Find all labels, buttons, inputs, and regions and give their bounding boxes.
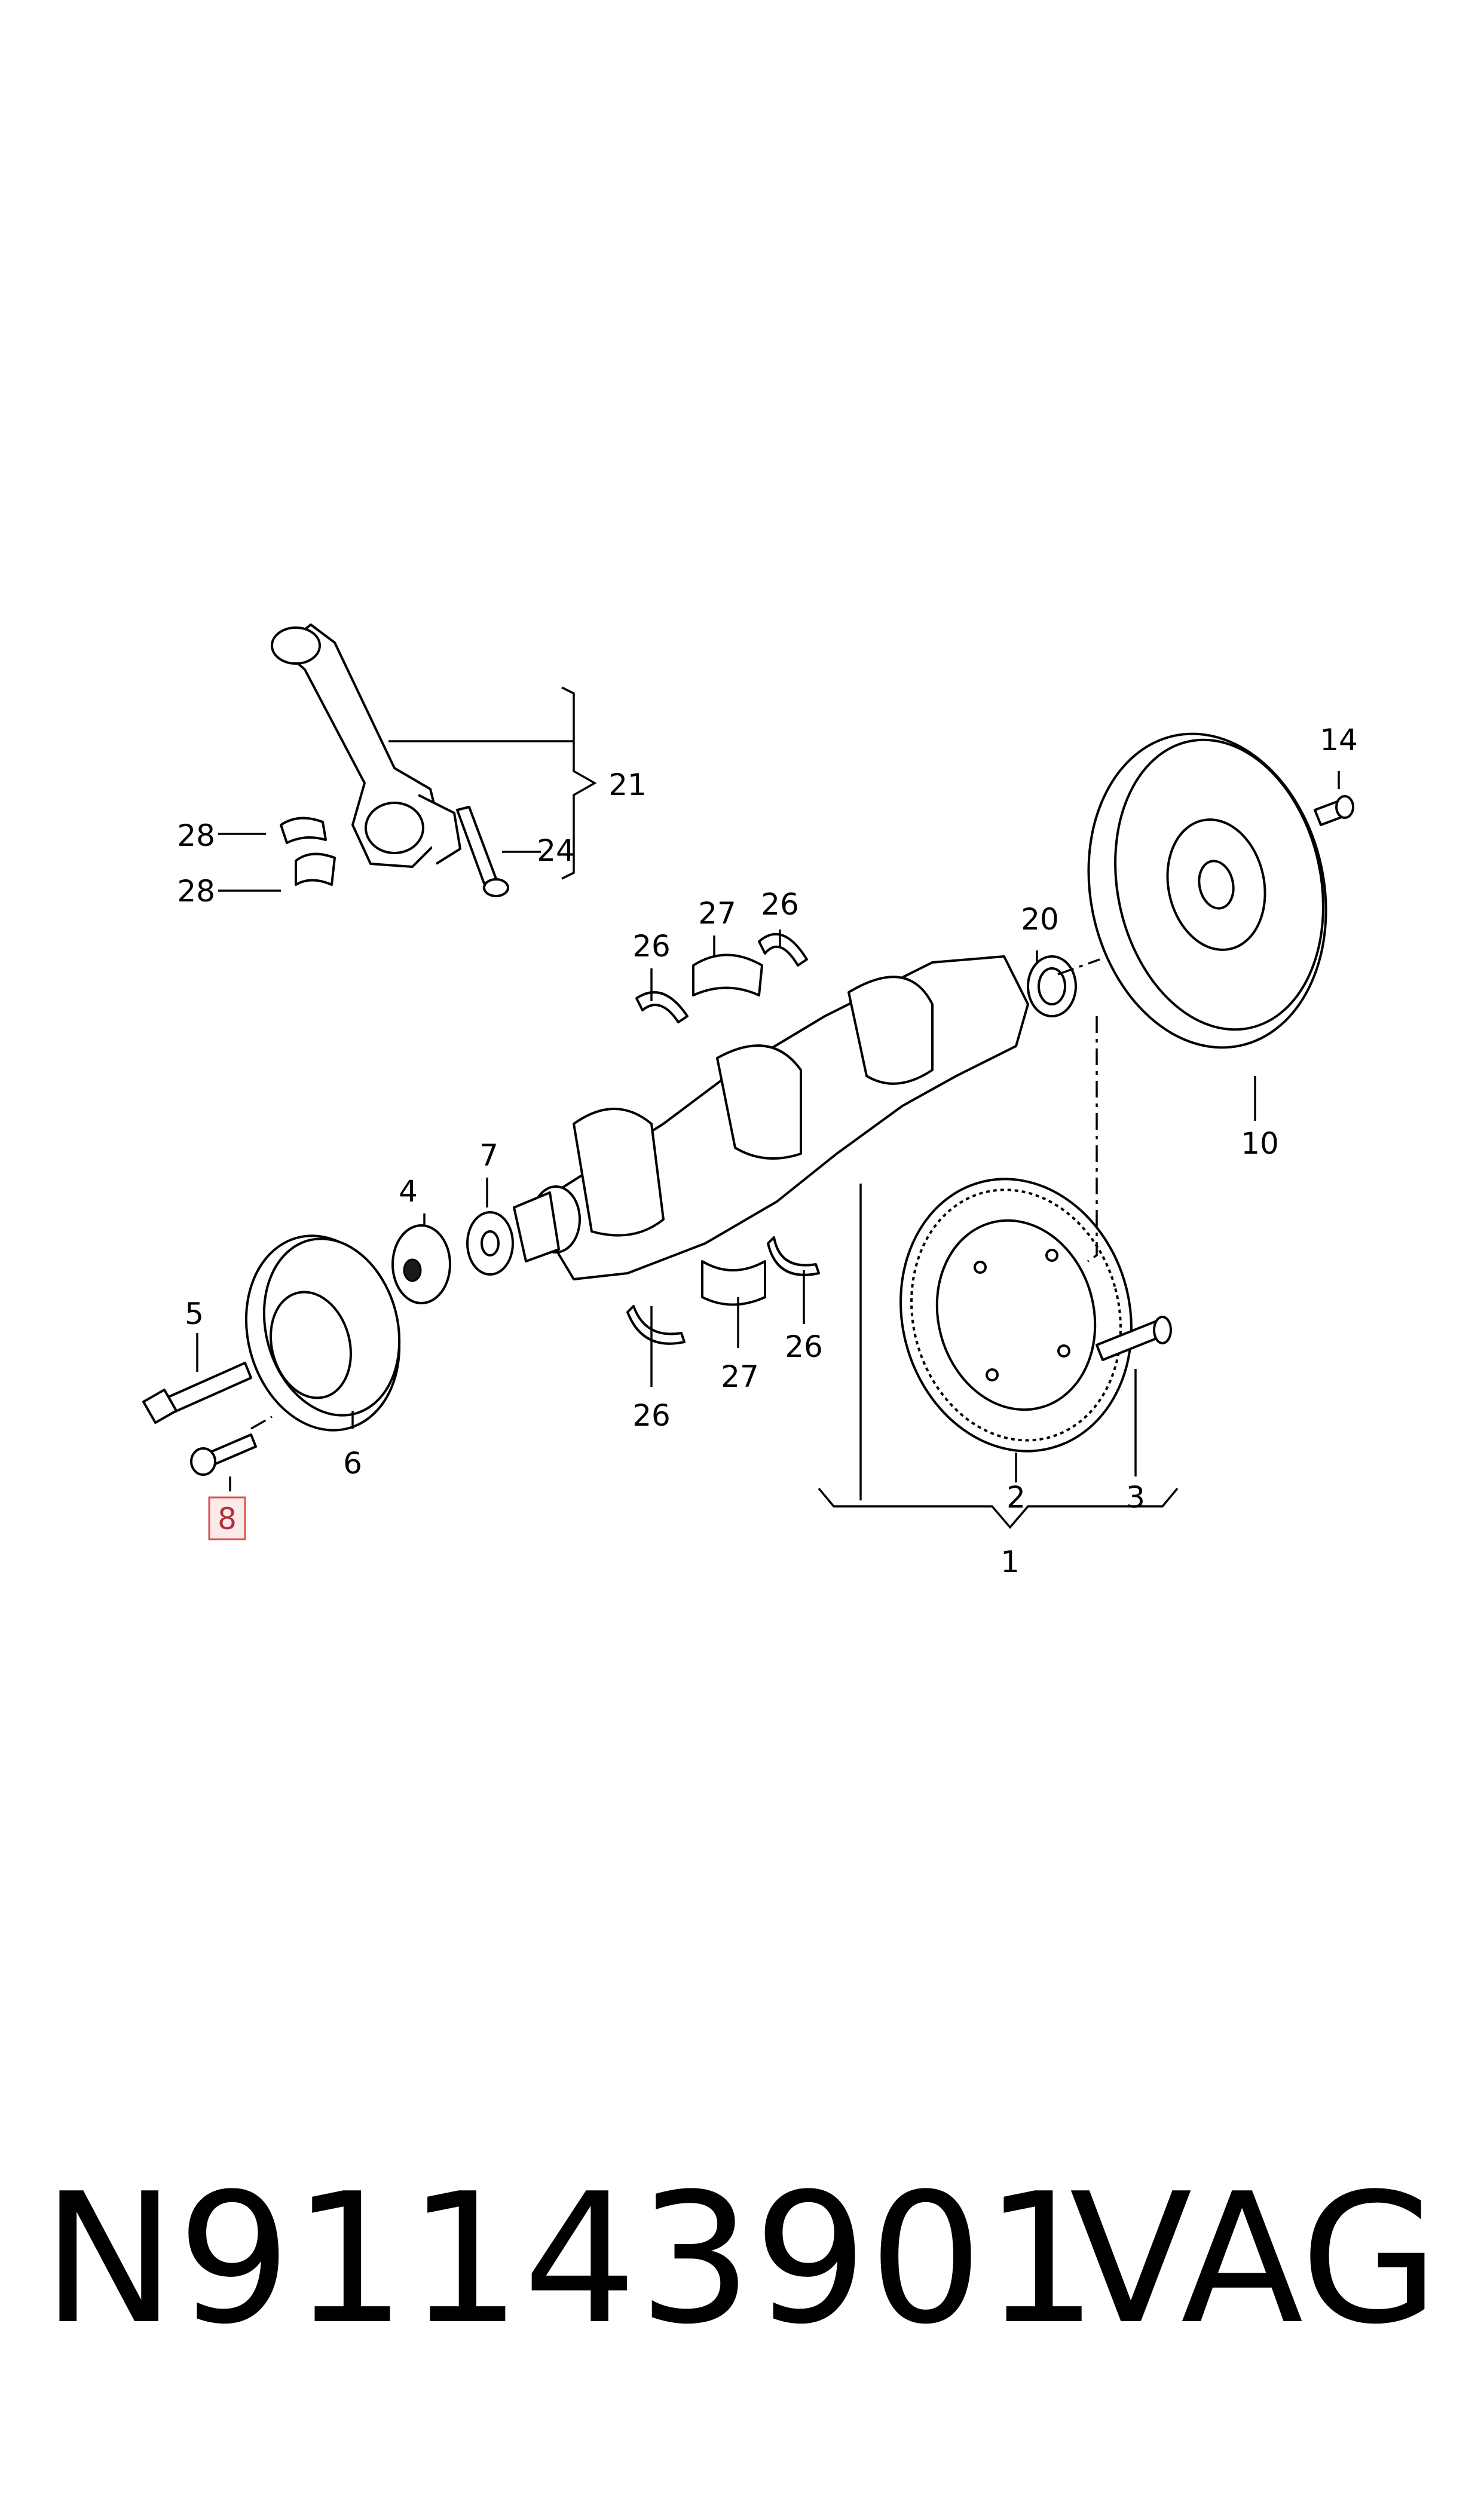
brand-name: VAG [1069, 2155, 1439, 2364]
callout-28-upper: 28 [177, 818, 215, 853]
callout-24: 24 [537, 833, 575, 868]
lower-thrust-washer-right [767, 1236, 820, 1276]
callout-14: 14 [1320, 723, 1358, 757]
pulley-bolt [190, 1433, 257, 1476]
callout-26-lower-left: 26 [632, 1398, 671, 1433]
crankshaft [513, 955, 1029, 1280]
callout-21: 21 [608, 768, 647, 802]
connecting-rod [271, 623, 461, 868]
crankshaft-pulley [244, 1234, 401, 1432]
callout-7: 7 [479, 1138, 498, 1173]
callout-1: 1 [1000, 1545, 1020, 1579]
callout-28-lower: 28 [177, 874, 215, 909]
callout-5: 5 [185, 1297, 204, 1331]
rod-bolt [456, 806, 509, 897]
thrust-washer [466, 1211, 514, 1276]
rod-bearing-shells [280, 817, 336, 886]
highlight-box [208, 1496, 246, 1540]
callout-6: 6 [343, 1446, 362, 1481]
pulley-center-bolt [142, 1362, 252, 1424]
lower-bearing-shell [701, 1260, 766, 1306]
lower-thrust-washer-left [626, 1305, 686, 1345]
flywheel-bolt [1314, 795, 1354, 826]
callout-27-upper: 27 [698, 896, 736, 931]
callout-8[interactable]: 8 [218, 1502, 237, 1536]
callout-10: 10 [1241, 1126, 1279, 1161]
callout-3: 3 [1126, 1480, 1145, 1515]
part-number: N91143901 [42, 2155, 1100, 2364]
drive-plate-bolt [1096, 1316, 1172, 1361]
callout-4: 4 [399, 1174, 418, 1209]
callout-26-lower-right: 26 [785, 1329, 823, 1364]
callout-26-upper-right: 26 [761, 887, 799, 922]
needle-bearing [1027, 955, 1077, 1017]
flywheel [1087, 732, 1327, 1049]
upper-thrust-washer-right [758, 933, 808, 967]
upper-thrust-washer-left [635, 991, 689, 1023]
callout-2: 2 [1006, 1480, 1026, 1515]
upper-bearing-shell [692, 953, 763, 996]
drive-plate [899, 1178, 1133, 1453]
callout-20: 20 [1021, 902, 1059, 937]
callout-26-upper-left: 26 [632, 929, 671, 964]
footer: N91143901 VAG [0, 2164, 1484, 2355]
callout-27-lower: 27 [721, 1359, 759, 1394]
crankshaft-gear [391, 1224, 451, 1304]
leader-lines [196, 686, 1340, 1529]
